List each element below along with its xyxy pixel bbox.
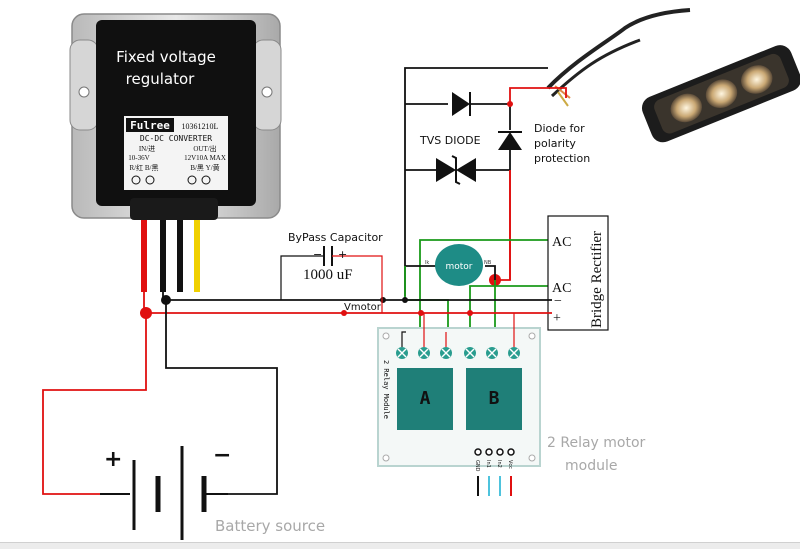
capacitor-minus: −: [313, 248, 322, 261]
mount-hole-left: [78, 86, 90, 98]
capacitor-value: 1000 uF: [303, 267, 353, 283]
tvs-diode-icon: [436, 158, 456, 182]
battery-plus: +: [104, 447, 122, 472]
bridge-plus: +: [553, 311, 561, 326]
relay-a-label: A: [420, 388, 431, 409]
capacitor-label: ByPass Capacitor: [288, 231, 383, 244]
relay-a: [397, 368, 453, 430]
converter-type: DC-DC CONVERTER: [140, 134, 212, 143]
motor-terminal-right: NB: [484, 260, 492, 266]
bridge-ac-1: AC: [552, 235, 571, 250]
output-rating: 12V10A MAX: [184, 154, 226, 162]
motor-terminal-left: lk: [425, 260, 429, 266]
motor-label: motor: [445, 262, 472, 272]
out-label: OUT/出: [193, 144, 216, 153]
input-wire-colors: R/红 B/黑: [130, 163, 159, 172]
bridge-rectifier: AC AC − + Bridge Rectifier: [547, 215, 609, 331]
rail-black: [162, 292, 552, 301]
relay-caption-1: 2 Relay motor: [547, 435, 646, 451]
relay-module-icon: 2 Relay Module A B GND In1 In2 Vcc: [377, 313, 541, 496]
bridge-ac-2: AC: [552, 281, 571, 296]
output-wire-colors: B/黑 Y/黄: [190, 163, 219, 172]
relay-b-label: B: [489, 388, 500, 409]
bridge-box: [547, 215, 609, 331]
battery-minus: −: [213, 443, 231, 468]
pin-vcc: Vcc: [507, 460, 513, 469]
diode-label-2: polarity: [534, 137, 576, 150]
diode-top-icon: [452, 92, 470, 116]
regulator-title-2: regulator: [126, 70, 196, 88]
pin-in1: In1: [485, 460, 491, 468]
motor-icon: [435, 244, 483, 286]
input-range: 10-36V: [128, 154, 149, 162]
voltage-regulator: Fixed voltage regulator Fulree 10361210L…: [69, 13, 282, 220]
pin-in2: In2: [496, 460, 502, 468]
relay-terminals: [396, 347, 520, 359]
in-minus-symbol: [145, 175, 155, 185]
led-light-bar-icon: [546, 8, 800, 143]
bridge-title: Bridge Rectifier: [589, 231, 605, 328]
relay-caption-2: module: [565, 458, 617, 474]
wire-black-main: [404, 67, 548, 296]
relay-side-label: 2 Relay Module: [382, 360, 390, 419]
mount-ear-left: [69, 39, 99, 131]
load-circuit: TVS DIODE Diode for polarity protection: [404, 67, 590, 296]
power-rails: Vmotor: [140, 292, 552, 319]
in-label: IN/进: [139, 145, 155, 153]
battery-black-lead: [165, 300, 278, 495]
polarity-diode-icon: [498, 132, 522, 150]
window-bottom-edge: [0, 542, 800, 549]
brand-badge: [126, 118, 174, 132]
in-plus-symbol: [131, 175, 141, 185]
pin-gnd: GND: [474, 460, 480, 472]
battery-red-lead: [42, 313, 147, 495]
model-number: 10361210L: [182, 122, 219, 131]
rail-label: Vmotor: [344, 302, 382, 313]
out-minus-symbol: [187, 175, 197, 185]
battery-caption: Battery source: [215, 517, 325, 535]
diode-label-3: protection: [534, 152, 590, 165]
mount-hole-right: [261, 86, 273, 98]
wire-red-light: [509, 87, 567, 104]
tvs-label: TVS DIODE: [419, 134, 481, 147]
diode-label-1: Diode for: [534, 122, 585, 135]
regulator-title-1: Fixed voltage: [116, 48, 216, 66]
bridge-minus: −: [554, 294, 562, 309]
cable-gland: [130, 198, 218, 220]
capacitor-plus: +: [338, 248, 347, 261]
regulator-wires: [141, 220, 200, 292]
relay-b: [466, 368, 522, 430]
out-plus-symbol: [201, 175, 211, 185]
mount-ear-right: [252, 39, 282, 131]
battery-icon: + − Battery source: [42, 300, 325, 540]
brand-name: Fulree: [130, 119, 170, 132]
bypass-capacitor: ByPass Capacitor − + 1000 uF: [280, 231, 383, 313]
